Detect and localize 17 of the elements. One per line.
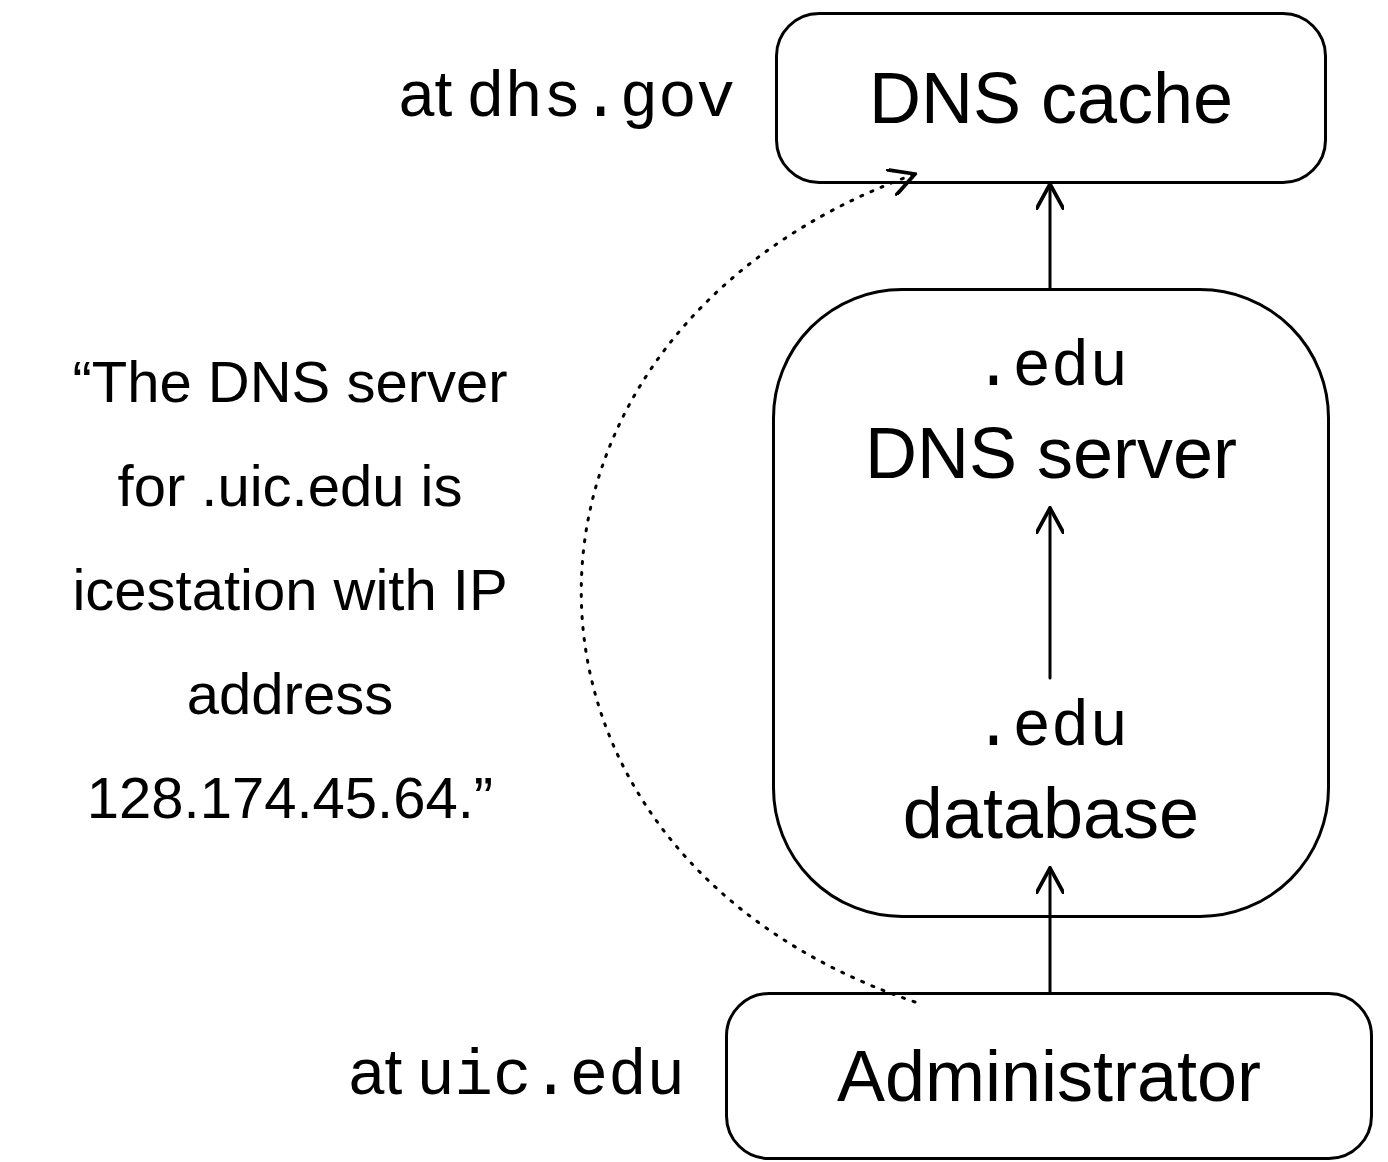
rounded-box (725, 992, 1373, 1160)
node-title: Administrator (836, 1035, 1262, 1118)
domain-label: .edu (974, 331, 1128, 406)
arrow (1034, 866, 1066, 994)
arrow (1034, 182, 1066, 290)
domain-label: .edu (974, 691, 1128, 766)
node-title: database (902, 772, 1200, 855)
location-label: at (348, 1040, 403, 1104)
server-group-box (772, 288, 1330, 918)
location-label: dhs.gov (466, 67, 735, 131)
location-label: at (398, 62, 453, 126)
node-title: DNS server (864, 412, 1238, 495)
arrow (1034, 506, 1066, 680)
node-title: DNS cache (868, 57, 1234, 140)
location-label: uic.edu (416, 1045, 685, 1109)
dotted-arrow (579, 170, 917, 1004)
rounded-box (775, 12, 1327, 184)
